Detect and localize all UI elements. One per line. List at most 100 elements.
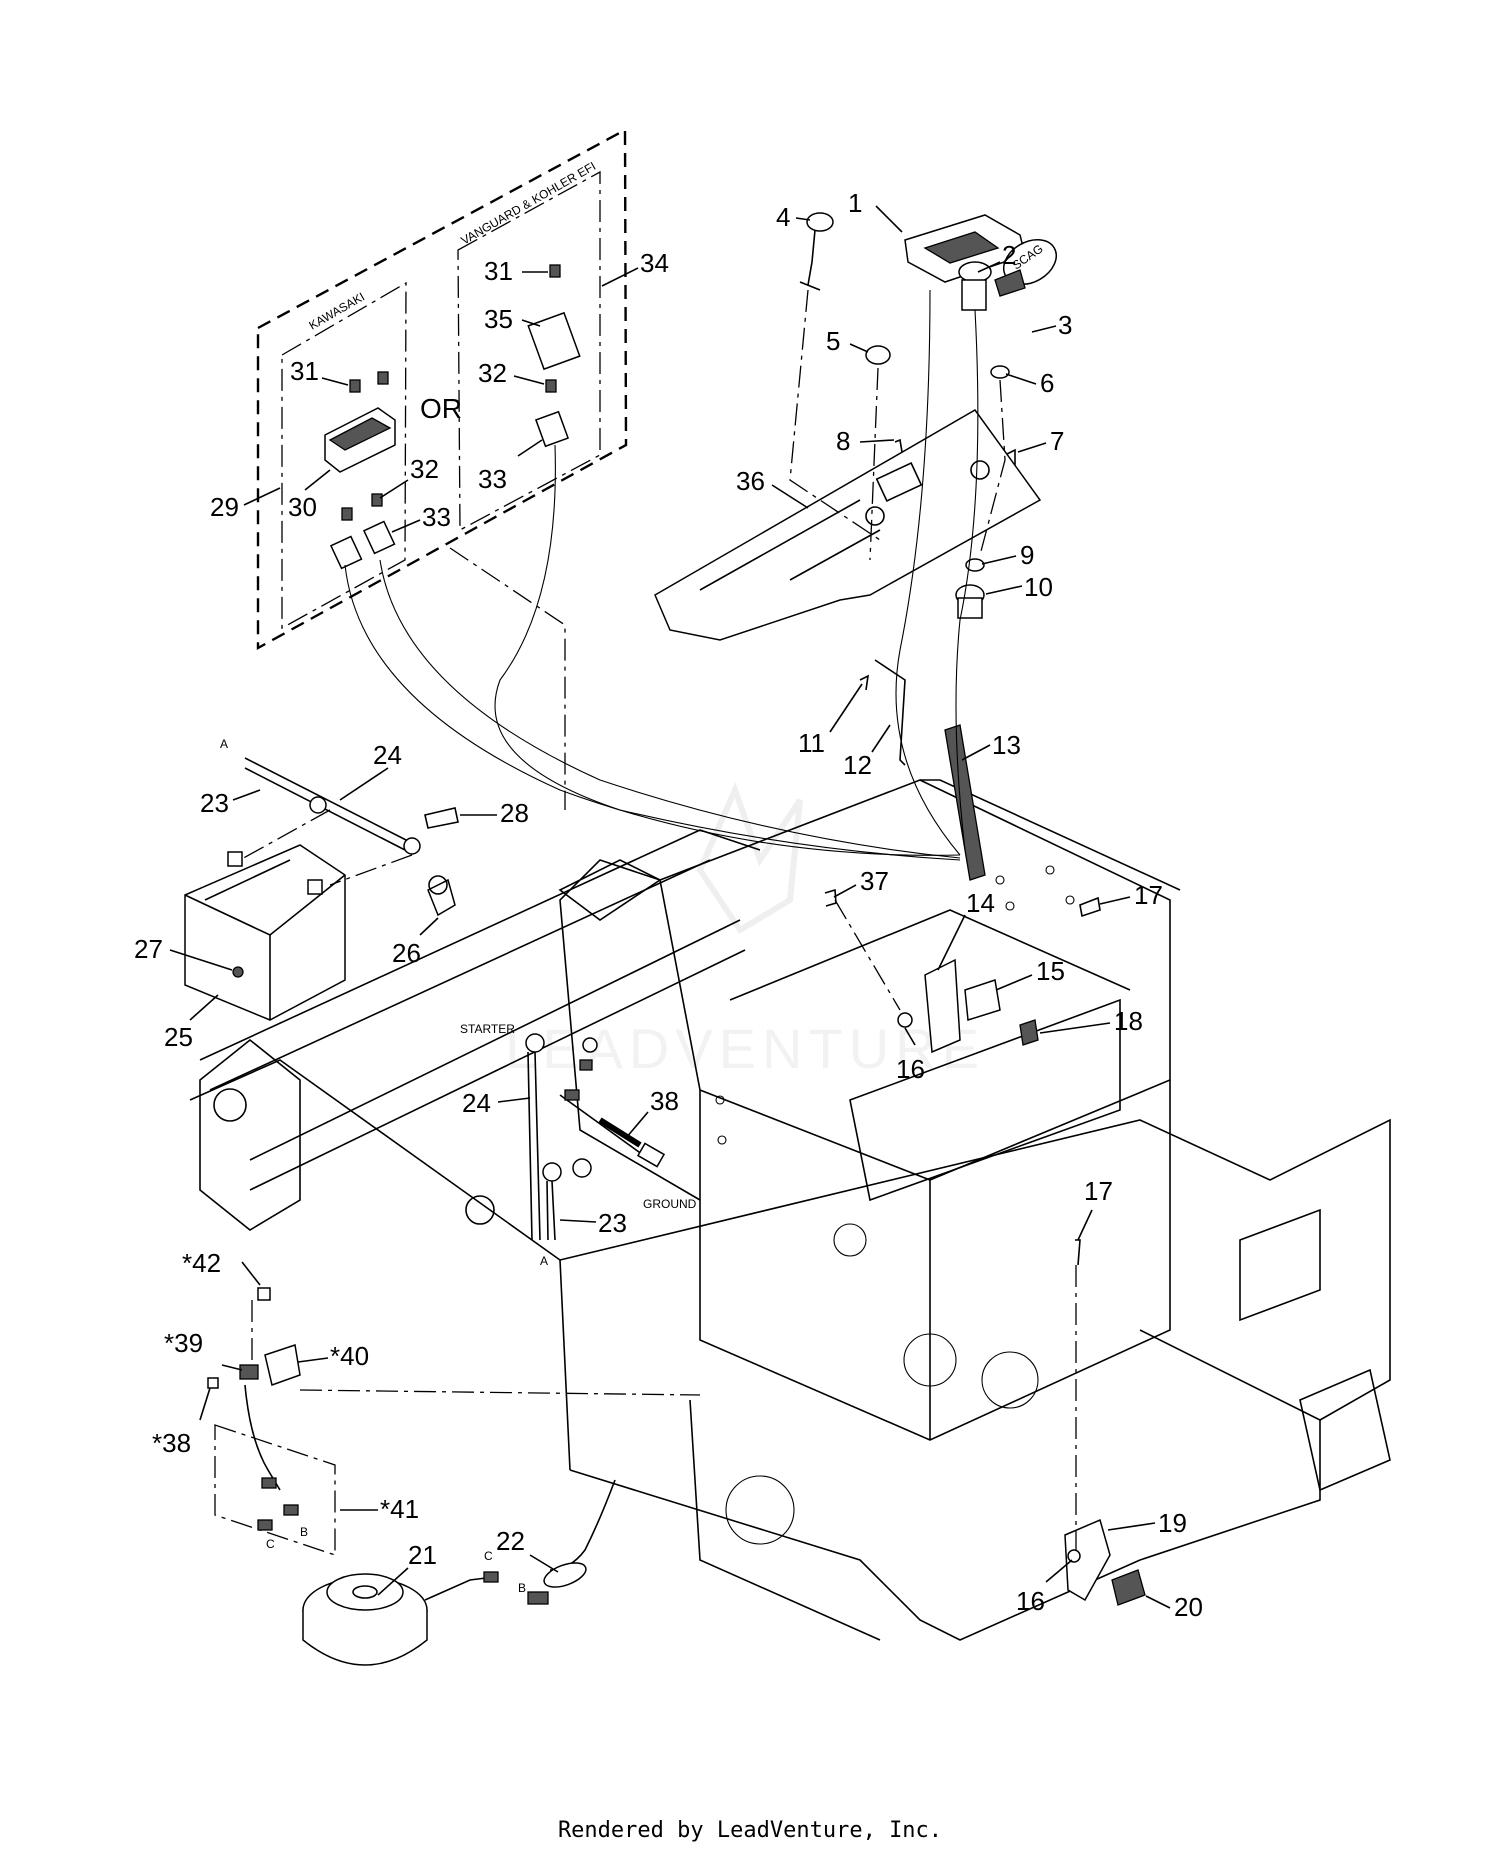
callout-3[interactable]: 3 [1031,310,1072,340]
part-17-bolt-upper[interactable] [1079,896,1101,918]
svg-text:20: 20 [1174,1592,1203,1622]
part-11-screw[interactable] [859,674,870,691]
svg-text:17: 17 [1134,880,1163,910]
part-7-bolt[interactable] [1004,448,1016,468]
part-22-harness-connector[interactable] [527,1479,616,1605]
part-16-nut-lower[interactable] [1067,1549,1081,1563]
callout-33-kawasaki[interactable]: 33 [391,502,451,533]
callout-23-lower[interactable]: 23 [559,1208,627,1238]
part-39-connector[interactable] [239,1364,259,1380]
callout-4[interactable]: 4 [776,202,811,232]
callout-1[interactable]: 1 [848,188,903,233]
callout-32-efi[interactable]: 32 [478,358,545,388]
part-32-fuse-efi[interactable] [545,379,557,393]
callout-31-kawasaki[interactable]: 31 [290,356,349,386]
callout-31-efi[interactable]: 31 [484,256,548,286]
part-33-relay-kawasaki[interactable] [329,520,396,570]
callout-9[interactable]: 9 [981,540,1034,570]
callout-40[interactable]: *40 [297,1341,369,1371]
part-38-screw[interactable] [207,1377,219,1389]
part-2-ignition-switch[interactable] [958,261,992,283]
part-36-control-panel[interactable] [654,409,1042,641]
part-5-knob[interactable] [865,345,891,365]
part-14-bracket[interactable] [924,958,961,1054]
part-9-washer[interactable] [965,558,985,572]
part-13-harness-sleeve[interactable] [944,724,986,881]
callout-20[interactable]: 20 [1145,1592,1203,1622]
callout-38[interactable]: 38 [625,1086,679,1139]
part-23-ground-cable[interactable] [542,1158,592,1241]
callout-8[interactable]: 8 [836,426,895,456]
callout-24-top[interactable]: 24 [339,740,402,801]
callout-11[interactable]: 11 [798,683,863,758]
callout-13[interactable]: 13 [961,730,1021,761]
part-42-screw[interactable] [257,1287,271,1301]
part-24-starter-cable[interactable] [525,1033,545,1241]
callout-38-star[interactable]: *38 [152,1387,211,1458]
part-31-fuse-holder-efi[interactable] [549,264,561,278]
part-35-relay-holder[interactable] [527,311,581,371]
part-24-battery-cable-top[interactable] [244,757,421,855]
callout-37[interactable]: 37 [833,866,889,898]
callout-17-lower[interactable]: 17 [1077,1176,1113,1241]
part-15-switch[interactable] [964,979,1001,1021]
callout-7[interactable]: 7 [1017,426,1064,456]
callout-14[interactable]: 14 [937,888,995,971]
callout-6[interactable]: 6 [1005,368,1054,398]
part-25-battery[interactable] [184,844,346,1021]
part-1-switch-module[interactable] [904,214,1026,283]
callout-29[interactable]: 29 [210,487,281,522]
callout-35[interactable]: 35 [484,304,541,334]
callout-32-kawasaki[interactable]: 32 [379,454,439,499]
part-28-bolt[interactable] [424,807,459,829]
callout-34[interactable]: 34 [601,248,669,287]
callout-5[interactable]: 5 [826,326,869,356]
part-20-seat-switch[interactable] [1111,1569,1146,1606]
callout-15[interactable]: 15 [995,956,1065,991]
part-27-terminal-screw[interactable] [232,966,244,978]
part-26-terminal-boot[interactable] [427,875,456,917]
callout-26[interactable]: 26 [392,917,439,968]
callout-28[interactable]: 28 [460,798,529,828]
part-18-connector[interactable] [1019,1019,1039,1046]
callout-30[interactable]: 30 [288,469,331,522]
callout-24-lower[interactable]: 24 [462,1088,531,1118]
callout-2[interactable]: 2 [977,240,1016,273]
callout-16-lower[interactable]: 16 [1016,1559,1073,1616]
callout-12[interactable]: 12 [843,724,891,780]
part-10-pto-switch[interactable] [955,584,985,619]
callout-22[interactable]: 22 [496,1526,559,1573]
part-41-harness-detail[interactable]: C B [214,1384,336,1556]
callout-17-upper[interactable]: 17 [1099,880,1163,910]
callout-16-upper[interactable]: 16 [896,1027,925,1084]
part-17-bolt-lower[interactable] [1075,1239,1081,1266]
part-37-clip[interactable] [824,888,837,907]
connector-b-harness: B [518,1581,526,1595]
part-33-relay-efi[interactable] [534,410,570,448]
part-8-screw[interactable] [894,438,903,453]
callout-25[interactable]: 25 [164,994,219,1052]
part-38-wire-harness[interactable] [559,1037,666,1168]
callout-36[interactable]: 36 [736,466,809,509]
callout-18[interactable]: 18 [1039,1006,1143,1036]
callout-41[interactable]: *41 [340,1494,419,1524]
part-4-throttle-knob[interactable] [799,212,834,291]
callout-23-top[interactable]: 23 [200,788,261,818]
svg-text:6: 6 [1040,368,1054,398]
callout-42[interactable]: *42 [182,1248,261,1286]
part-16-nut-upper[interactable] [897,1012,913,1028]
part-30-fuse-block[interactable] [324,407,396,473]
part-12-bracket[interactable] [874,659,906,766]
part-32-fuse-kawasaki[interactable] [341,493,383,521]
part-31-fuse-holder-kawasaki[interactable] [349,371,389,393]
part-40-bracket[interactable] [264,1344,301,1386]
callout-19[interactable]: 19 [1107,1508,1187,1538]
callout-33-efi[interactable]: 33 [478,439,543,494]
part-6-nut[interactable] [990,365,1010,379]
part-3-key[interactable]: SCAG [994,231,1064,297]
callout-27[interactable]: 27 [134,934,233,971]
callout-21[interactable]: 21 [377,1540,437,1596]
callout-39[interactable]: *39 [164,1328,243,1371]
callout-10[interactable]: 10 [985,572,1053,602]
part-21-pto-clutch[interactable] [302,1571,499,1666]
